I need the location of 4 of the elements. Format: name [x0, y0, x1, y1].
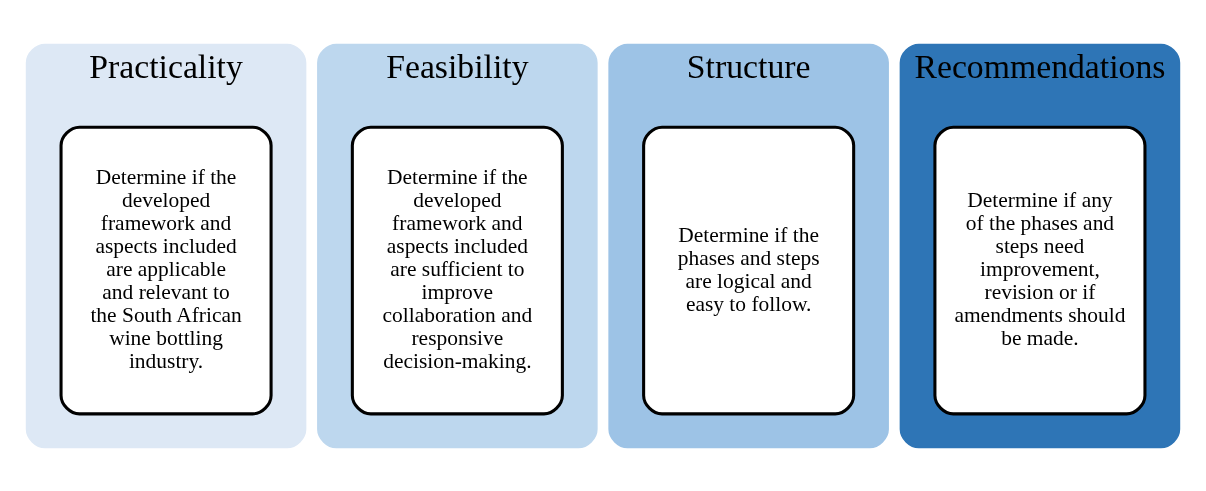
node-box: Determine if the developed framework and aspects included are sufficient to improve collaboration and responsive decision-making. — [350, 125, 564, 415]
node-box: Determine if the developed framework and aspects included are applicable and relevant to the South African wine bottling industry. — [59, 125, 273, 415]
node-box: Determine if any of the phases and steps need improvement, revision or if amendments should be made. — [933, 125, 1147, 415]
node-box: Determine if the phases and steps are logical and easy to follow. — [642, 125, 856, 415]
